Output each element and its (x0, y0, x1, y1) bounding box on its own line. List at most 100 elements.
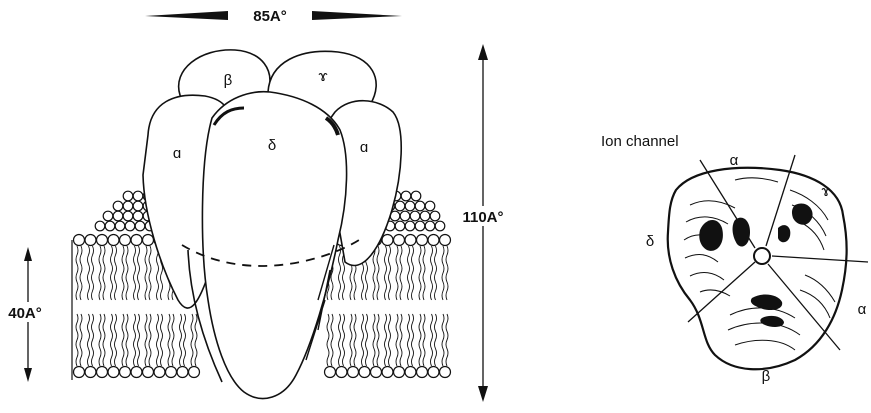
lipid-head (189, 367, 200, 378)
lipid-tail (446, 314, 448, 366)
lipid-tail (157, 314, 159, 366)
lipid-tail (408, 246, 410, 300)
lipid-head (371, 367, 382, 378)
lipid-tail (172, 314, 174, 366)
lipid-head-back (400, 211, 410, 221)
lipid-head-back (395, 221, 405, 231)
lipid-tail (396, 314, 398, 366)
label-gamma-side: ɤ (318, 68, 328, 85)
lipid-head (131, 367, 142, 378)
lipid-tail (400, 246, 402, 300)
lipid-tail (431, 246, 433, 300)
lipid-tail (377, 314, 379, 366)
width-dimension: 85A° (145, 8, 402, 25)
lipid-head (325, 367, 336, 378)
lipid-tail (400, 314, 402, 366)
membrane-arrow-bottom (24, 368, 32, 382)
lipid-tail (134, 246, 136, 300)
lipid-tail (111, 314, 113, 366)
lipid-tail (339, 246, 341, 300)
lipid-tail (431, 314, 433, 366)
lipid-heads-bottom-right (325, 367, 451, 378)
ion-channel-label: Ion channel (601, 133, 679, 150)
lipid-head-back (123, 211, 133, 221)
lipid-tail (134, 314, 136, 366)
receptor-top-view (668, 155, 868, 369)
lipid-head (85, 367, 96, 378)
lipid-head-back (410, 211, 420, 221)
lipid-tail (126, 246, 128, 300)
lipid-tail (115, 314, 117, 366)
lipid-head (97, 235, 108, 246)
lipid-tail (168, 314, 170, 366)
lipid-tail (80, 314, 82, 366)
lipid-tail (408, 314, 410, 366)
lipid-tail (88, 246, 90, 300)
receptor-side-view (143, 50, 401, 399)
lipid-tail (76, 246, 78, 300)
lipid-tail (103, 314, 105, 366)
lipid-head (166, 367, 177, 378)
lipid-head-back (425, 201, 435, 211)
membrane-arrow-top (24, 247, 32, 261)
label-delta-top: δ (646, 233, 654, 250)
lipid-head (97, 367, 108, 378)
width-arrow-right (312, 11, 402, 20)
lipid-head-back (133, 191, 143, 201)
lipid-head-back (113, 201, 123, 211)
lipid-tail (122, 246, 124, 300)
lipid-head (405, 235, 416, 246)
lipid-head (154, 367, 165, 378)
lipid-head (428, 367, 439, 378)
lipid-head (440, 367, 451, 378)
lipid-head (108, 235, 119, 246)
lipid-tail (373, 246, 375, 300)
lipid-tail (115, 246, 117, 300)
lipid-tail (423, 246, 425, 300)
lipid-tail (145, 314, 147, 366)
lipid-tail (92, 246, 94, 300)
lipid-tail (419, 314, 421, 366)
lipid-tail (389, 314, 391, 366)
lipid-tail (339, 314, 341, 366)
height-arrow-top (478, 44, 488, 60)
lipid-head-back (123, 201, 133, 211)
lipid-head (440, 235, 451, 246)
lipid-tail (442, 314, 444, 366)
lipid-head-back (435, 221, 445, 231)
lipid-tail (419, 246, 421, 300)
lipid-head (74, 235, 85, 246)
lipid-head-back (103, 211, 113, 221)
lipid-tail (331, 314, 333, 366)
membrane-label: 40A° (8, 305, 42, 322)
lipid-head-back (123, 191, 133, 201)
lipid-tail (149, 246, 151, 300)
lipid-heads-bottom-left (74, 367, 200, 378)
lipid-head (359, 367, 370, 378)
label-alpha-left-side: ɑ (173, 145, 181, 162)
lipid-head (143, 367, 154, 378)
lipid-tail (76, 314, 78, 366)
top-view-outline (668, 168, 847, 369)
lipid-tail (385, 246, 387, 300)
lipid-head-back (95, 221, 105, 231)
lipid-tail (442, 246, 444, 300)
width-label: 85A° (253, 8, 287, 25)
lipid-tail (385, 314, 387, 366)
lipid-tail (412, 246, 414, 300)
lipid-tail (373, 314, 375, 366)
label-alpha-right-side: ɑ (360, 139, 368, 156)
ion-channel-pore (754, 248, 770, 264)
lipid-head (348, 367, 359, 378)
lipid-tail (184, 314, 186, 366)
lipid-tail (377, 246, 379, 300)
height-arrow-bottom (478, 386, 488, 402)
lipid-head-back (425, 221, 435, 231)
lipid-head (394, 235, 405, 246)
lipid-tail (103, 246, 105, 300)
lipid-tail (362, 314, 364, 366)
lipid-tail (99, 246, 101, 300)
lipid-head-back (133, 211, 143, 221)
lipid-tail (327, 314, 329, 366)
